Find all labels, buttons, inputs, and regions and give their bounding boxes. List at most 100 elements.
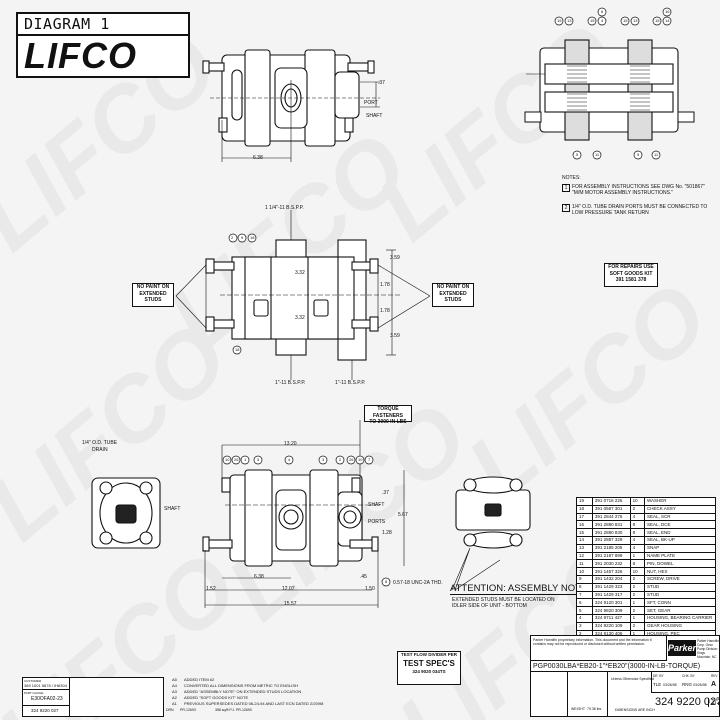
drawn-by: TLE: [653, 682, 662, 687]
balloon-label: 13: [633, 18, 638, 23]
bom-cell: 324 9120 301: [591, 598, 631, 608]
diagram-label: DIAGRAM 1: [18, 14, 188, 36]
balloon-label: 15: [655, 18, 660, 23]
dim-offset: .37: [382, 490, 389, 496]
notes-block: NOTES: 1 FOR ASSEMBLY INSTRUCTIONS SEE D…: [562, 175, 717, 222]
label-ports-front: PORTS: [368, 519, 386, 525]
balloon-label: 26: [349, 457, 354, 462]
balloon-label: 6: [601, 9, 604, 14]
balloon-label: 13: [567, 18, 572, 23]
diagram-logo: DIAGRAM 1 LIFCO: [16, 12, 190, 78]
bom-cell: 391 2887 329: [591, 535, 631, 545]
note-line: 391 1581 378: [615, 277, 647, 283]
balloon-label: 4: [288, 457, 291, 462]
bom-cell: 391 2187 899: [591, 551, 631, 561]
bom-cell: 391 2880 830: [591, 528, 631, 537]
balloon-label: 9: [241, 235, 244, 240]
balloon-label: 11: [654, 152, 659, 157]
bom-cell: HOUSING, BEARING CARRIER: [643, 613, 717, 623]
no-paint-note-right: NO PAINT ON EXTENDED STUDS: [432, 283, 474, 307]
attention-line: EXTENDED STUDS MUST BE LOCATED ON: [452, 597, 555, 603]
bom-cell: 2: [629, 574, 645, 584]
bom-cell: 1: [629, 551, 645, 561]
drawing-ref: 324 9220 027: [31, 708, 59, 713]
part-gauge: E30OFA02-23: [31, 696, 63, 702]
revision-block: CUSTOMER 389 1001 5878 / IH6304 PART GAU…: [22, 677, 164, 717]
port-callout-top: 1 1/4"-11 B.S.P.P.: [265, 205, 304, 211]
dim-top-offset: .37: [378, 80, 385, 86]
balloon-label: 1: [244, 457, 247, 462]
revision-code: A2: [172, 695, 177, 700]
dim-left-center: 6.38: [254, 574, 264, 580]
dim-overall-top: 13.20: [284, 441, 297, 447]
bom-cell: 10: [629, 497, 645, 506]
bom-cell: 15: [576, 528, 593, 537]
bom-cell: 391 1429 323: [591, 582, 631, 592]
bom-cell: SCREW, DRIVE: [643, 574, 717, 584]
test-spec-note: TEST FLOW DIVIDER PER TEST SPEC'S 324 90…: [397, 651, 461, 685]
note-marker: 2: [562, 204, 570, 212]
part-description: PGP0030LBA*EB20-1"*EB20"(3000-IN-LB-TORQ…: [531, 661, 719, 672]
weight-label: WEIGHT: [571, 707, 585, 711]
weight-value: 79.38 lbs: [587, 707, 602, 711]
bom-cell: SEAL, BK-UP: [643, 535, 717, 545]
note-text: 1/4" O.D. TUBE DRAIN PORTS MUST BE CONNE…: [572, 204, 708, 210]
rev-label: REV: [711, 674, 718, 678]
bom-cell: SEAL, END: [643, 528, 717, 537]
balloon-label: 7: [368, 457, 371, 462]
note-text: "M/M MOTOR ASSEMBLY INSTRUCTIONS.": [572, 190, 674, 196]
bom-cell: 391 2880 831: [591, 520, 631, 530]
bom-cell: STUD: [643, 590, 717, 600]
bom-cell: 391 0587 301: [591, 504, 631, 514]
note-line: SOFT GOODS KIT: [609, 270, 653, 277]
bom-cell: 1: [629, 613, 645, 623]
bom-cell: 19: [576, 497, 593, 506]
revision-code: A1: [172, 701, 177, 706]
bom-cell: 12: [576, 551, 593, 561]
disclaimer: Parker Hannifin proprietary information.…: [531, 636, 667, 661]
bom-cell: 1: [629, 598, 645, 608]
bom-cell: SNAP: [643, 543, 717, 553]
bom-cell: 16: [576, 520, 593, 530]
bom-cell: SET, GEAR: [643, 606, 717, 615]
dims-note: DIMENSIONS ARE INCH: [615, 708, 655, 712]
bom-cell: WASHER: [643, 497, 717, 506]
checked-by: RNG: [682, 682, 692, 687]
customer-number: 389 1001 5878 / IH6304: [24, 683, 67, 688]
balloon-label: 14: [665, 18, 670, 23]
bom-cell: 2: [629, 621, 645, 631]
dim-mid: 1.78: [380, 282, 390, 288]
bom-cell: 8: [629, 559, 645, 569]
revision-text: ADDED "ASSEMBLY NOTE" ON EXTENDED STUDS …: [184, 689, 302, 694]
bom-cell: CHECK ASSY: [643, 504, 717, 514]
checked-by-label: CHK. BY: [682, 674, 695, 678]
rev-footer-note: 358 sq/ft P.J. PR-12693: [215, 708, 252, 712]
bom-cell: 17: [576, 512, 593, 522]
balloon-label: 3: [257, 457, 260, 462]
note-line: STUDS: [144, 297, 162, 303]
bom-cell: 8: [629, 528, 645, 537]
dim-mid: 3.32: [295, 315, 305, 321]
rev-footer-drn: DRN: [166, 708, 174, 712]
bom-cell: 7: [576, 590, 593, 600]
balloon-label: 2: [231, 235, 234, 240]
dim-mid: 3.59: [390, 255, 400, 261]
bom-cell: GEAR HOUSING: [643, 621, 717, 631]
balloon-label: 5: [637, 152, 640, 157]
bom-cell: 4: [629, 512, 645, 522]
balloon-label: 18: [235, 347, 240, 352]
soft-goods-note: FOR REPAIRS USE SOFT GOODS KIT 391 1581 …: [604, 263, 658, 287]
row-label: CUSTOMER: [24, 679, 42, 683]
row-label: PART GAUGE: [24, 691, 44, 695]
dim-overall-bottom: 15.57: [284, 601, 297, 607]
